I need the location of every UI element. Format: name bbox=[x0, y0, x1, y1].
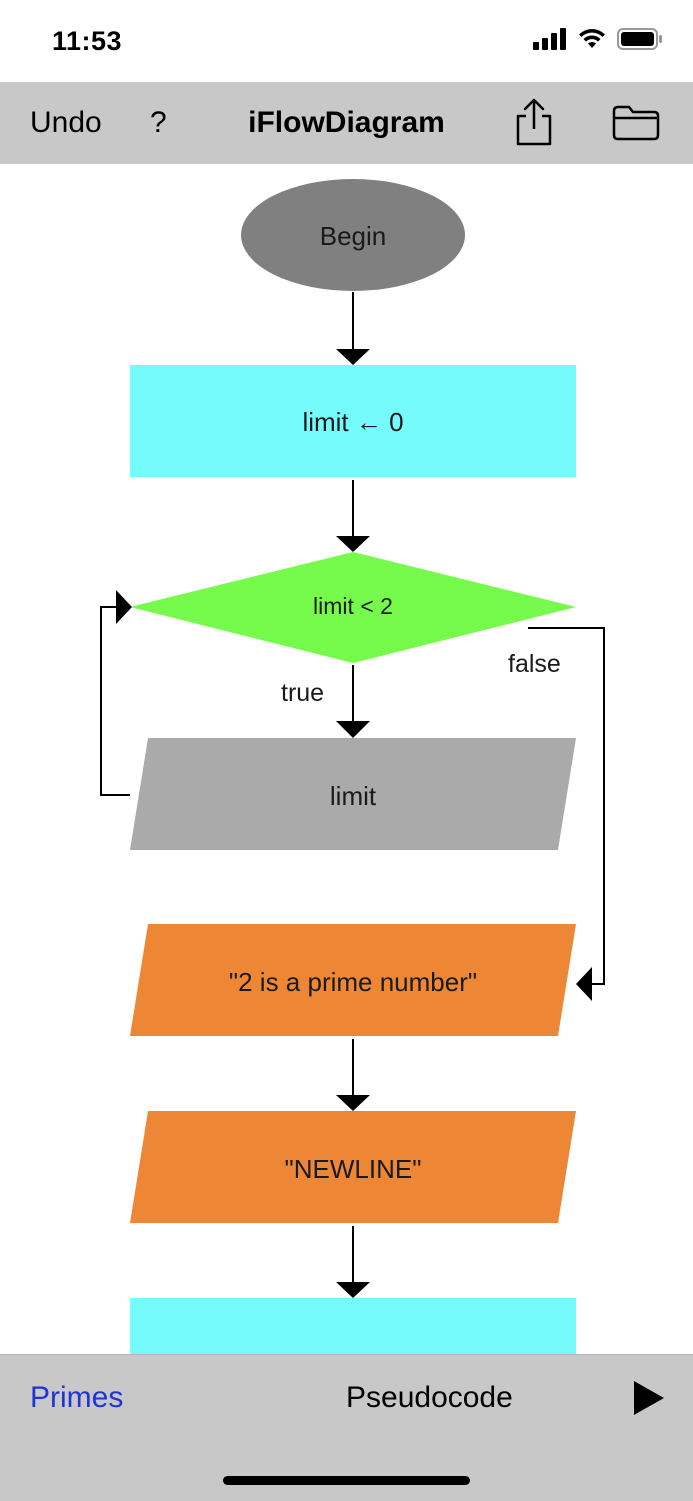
folder-button[interactable] bbox=[611, 104, 661, 147]
false-edge-label: false bbox=[508, 650, 561, 678]
output-newline-node[interactable] bbox=[130, 1111, 576, 1223]
undo-button[interactable]: Undo bbox=[30, 106, 102, 139]
home-indicator[interactable] bbox=[223, 1476, 470, 1485]
arrowhead bbox=[116, 590, 132, 624]
share-button[interactable] bbox=[512, 96, 556, 153]
next-process-node[interactable] bbox=[130, 1298, 576, 1354]
assign-limit-node[interactable] bbox=[130, 365, 576, 477]
status-bar: 11:53 bbox=[0, 0, 693, 82]
pseudocode-button[interactable]: Pseudocode bbox=[346, 1381, 513, 1414]
app-title: iFlowDiagram bbox=[248, 106, 445, 139]
status-icons bbox=[533, 28, 663, 50]
help-button[interactable]: ? bbox=[150, 106, 167, 139]
arrowhead bbox=[336, 1095, 370, 1111]
connector-loop-back bbox=[100, 606, 130, 796]
share-icon bbox=[516, 98, 552, 146]
output-prime-node[interactable] bbox=[130, 924, 576, 1036]
run-button[interactable] bbox=[632, 1379, 666, 1422]
status-time: 11:53 bbox=[52, 26, 123, 56]
input-limit-node[interactable] bbox=[130, 738, 576, 850]
project-name-button[interactable]: Primes bbox=[30, 1381, 124, 1414]
battery-icon bbox=[617, 28, 662, 50]
true-edge-label: true bbox=[281, 679, 325, 707]
arrowhead bbox=[336, 536, 370, 552]
connector-false bbox=[528, 627, 605, 985]
arrowhead bbox=[336, 1282, 370, 1298]
cellular-signal-icon bbox=[533, 28, 566, 50]
begin-node[interactable] bbox=[241, 179, 465, 291]
arrowhead bbox=[576, 967, 592, 1001]
arrowhead bbox=[336, 349, 370, 365]
navigation-bar: Undo ? iFlowDiagram bbox=[0, 82, 693, 165]
flowchart-canvas[interactable]: Begin limit ← 0 limit < 2 limit "2 is a … bbox=[0, 164, 693, 1354]
folder-icon bbox=[612, 105, 660, 141]
arrowhead bbox=[336, 721, 370, 738]
play-icon bbox=[634, 1381, 664, 1415]
wifi-icon bbox=[579, 29, 605, 48]
bottom-toolbar: Primes Pseudocode bbox=[0, 1354, 693, 1501]
decision-node[interactable] bbox=[130, 552, 576, 663]
flowchart-drawing bbox=[100, 179, 605, 1354]
